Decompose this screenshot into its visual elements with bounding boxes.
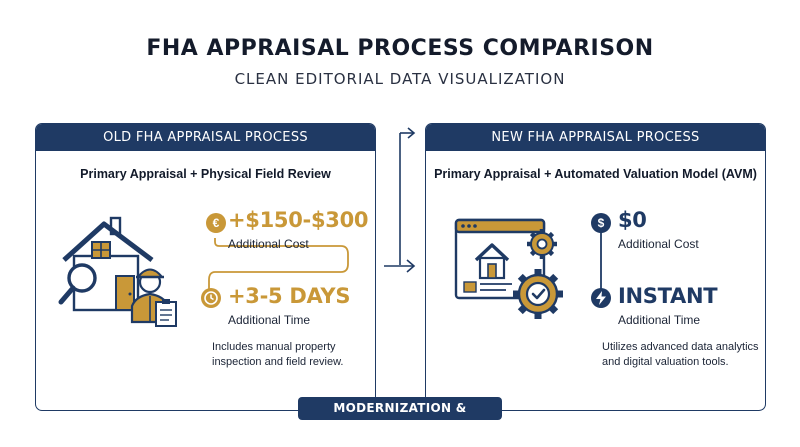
new-process-connector	[600, 232, 602, 292]
connector-arrows	[384, 127, 416, 273]
dollar-coin-icon: $	[591, 213, 611, 233]
old-cost-value: +$150-$300	[228, 208, 369, 232]
new-process-note: Utilizes advanced data analytics and dig…	[602, 341, 759, 368]
old-process-note: Includes manual property inspection and …	[212, 341, 344, 368]
new-cost-label: Additional Cost	[618, 237, 699, 251]
browser-gear-icon	[454, 218, 563, 319]
old-cost-label: Additional Cost	[228, 237, 309, 251]
new-time-value: INSTANT	[618, 284, 718, 308]
new-cost-value: $0	[618, 208, 647, 232]
new-process-subtitle: Primary Appraisal + Automated Valuation …	[434, 167, 757, 181]
clock-icon	[201, 288, 221, 308]
modernization-badge: MODERNIZATION & EFFICIENCY	[298, 397, 502, 438]
old-process-header: OLD FHA APPRAISAL PROCESS	[36, 124, 375, 151]
old-process-subtitle: Primary Appraisal + Physical Field Revie…	[80, 167, 331, 181]
lightning-icon	[591, 288, 611, 308]
euro-coin-icon: €	[206, 213, 226, 233]
new-time-label: Additional Time	[618, 313, 701, 327]
old-process-panel: OLD FHA APPRAISAL PROCESS Primary Apprai…	[35, 123, 376, 411]
old-time-label: Additional Time	[228, 313, 311, 327]
new-process-panel: NEW FHA APPRAISAL PROCESS Primary Apprai…	[425, 123, 766, 411]
page-title: FHA APPRAISAL PROCESS COMPARISON	[146, 36, 654, 61]
old-time-value: +3-5 DAYS	[228, 284, 351, 308]
new-process-header: NEW FHA APPRAISAL PROCESS	[426, 124, 765, 151]
page-subtitle: CLEAN EDITORIAL DATA VISUALIZATION	[234, 70, 566, 88]
old-process-connector	[208, 238, 349, 292]
house-inspector-icon	[58, 216, 177, 327]
